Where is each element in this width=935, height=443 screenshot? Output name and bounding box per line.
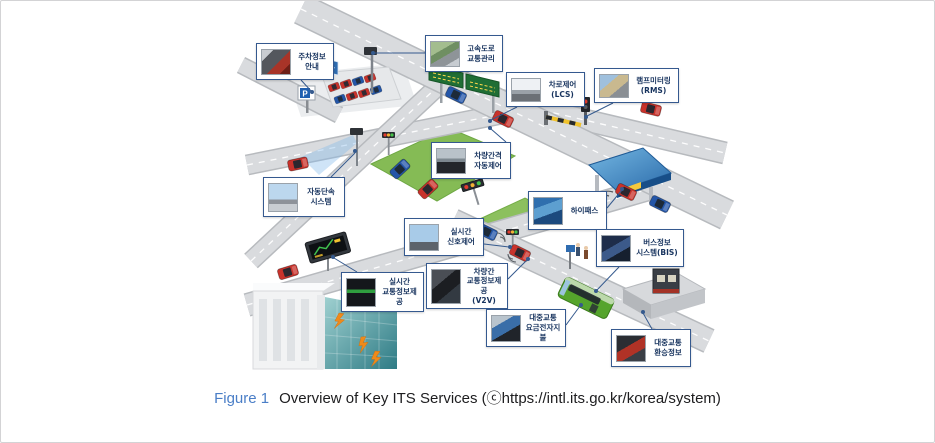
callout-vehicle-gap-control: 차량간격 자동제어 xyxy=(431,142,511,179)
camera-detection-beam xyxy=(301,135,357,175)
callout-label: 차량간 교통정보제공 (V2V) xyxy=(466,266,502,305)
city-bus xyxy=(557,277,615,319)
callout-label: 실시간 신호제어 xyxy=(447,227,475,246)
callout-connectors xyxy=(300,51,653,330)
bus-stop xyxy=(566,243,588,269)
car-interior-thumbnail-icon xyxy=(431,268,461,304)
callout-label: 차량간격 자동제어 xyxy=(474,150,502,170)
parking-sign-pole xyxy=(306,100,309,113)
v2v-wave-icon xyxy=(496,232,517,263)
callout-label: 주차정보 안내 xyxy=(298,51,326,71)
parking-kiosk-thumbnail-icon xyxy=(261,48,291,75)
vms-display-thumbnail-icon xyxy=(346,277,376,307)
callout-label: 고속도로 교통관리 xyxy=(467,43,495,63)
callout-label: 하이패스 xyxy=(570,205,599,215)
lane-control-gantry-thumbnail-icon xyxy=(511,77,541,102)
callout-lane-control: 차로제어 (LCS) xyxy=(506,72,585,107)
roadside-vms xyxy=(304,231,351,271)
callout-v2v-info: 차량간 교통정보제공 (V2V) xyxy=(426,263,508,309)
traffic-center-building xyxy=(252,283,398,370)
callout-label: 차로제어 (LCS) xyxy=(548,79,577,99)
bus-stop-thumbnail-icon xyxy=(601,234,631,262)
callout-label: 자동단속 시스템 xyxy=(307,187,335,206)
callout-bus-info-system: 버스정보 시스템(BIS) xyxy=(596,229,684,267)
callout-parking-info: 주차정보 안내 xyxy=(256,43,334,80)
tollgate-thumbnail-icon xyxy=(533,196,563,225)
parking-lot: P xyxy=(297,66,402,113)
callout-transfer-info: 대중교통 환승정보 xyxy=(611,329,691,367)
transfer-station-thumbnail-icon xyxy=(616,334,646,362)
callout-label: 버스정보 시스템(BIS) xyxy=(636,238,678,257)
figure-caption-text: Overview of Key ITS Services (ⓒhttps://i… xyxy=(279,390,721,407)
traffic-signals xyxy=(382,132,519,250)
figure-number-label: Figure 1 xyxy=(214,390,270,407)
fare-terminal-thumbnail-icon xyxy=(491,314,521,342)
enforcement-camera xyxy=(301,128,363,175)
callout-hipass: 하이패스 xyxy=(528,191,607,230)
highway-aerial-thumbnail-icon xyxy=(430,40,460,67)
parking-sign-letter: P xyxy=(302,90,308,99)
callout-label: 실시간 교통정보제공 xyxy=(382,277,417,306)
callout-highway-traffic-mgmt: 고속도로 교통관리 xyxy=(425,35,503,72)
callout-realtime-traffic-info: 실시간 교통정보제공 xyxy=(341,272,424,312)
figure-caption: Figure 1 Overview of Key ITS Services (ⓒh… xyxy=(1,387,934,408)
callout-label: 대중교통 요금전자지불 xyxy=(525,313,561,342)
traffic-signal-thumbnail-icon xyxy=(409,223,439,251)
adaptive-cruise-thumbnail-icon xyxy=(436,147,466,174)
ramp-metering-thumbnail-icon xyxy=(599,73,629,98)
callout-label: 대중교통 환승정보 xyxy=(654,338,682,357)
cctv-camera-icon xyxy=(350,128,363,135)
callout-auto-enforcement: 자동단속 시스템 xyxy=(263,177,345,217)
callout-fare-payment: 대중교통 요금전자지불 xyxy=(486,309,566,347)
callout-ramp-metering: 램프미터링 (RMS) xyxy=(594,68,679,103)
waiting-person xyxy=(576,243,580,256)
bus-stop-sign xyxy=(566,245,575,252)
vehicles xyxy=(276,85,672,281)
callout-label: 램프미터링 (RMS) xyxy=(636,75,671,95)
waiting-person xyxy=(584,246,588,259)
callout-realtime-signal: 실시간 신호제어 xyxy=(404,218,484,256)
enforcement-camera-thumbnail-icon xyxy=(268,182,298,212)
